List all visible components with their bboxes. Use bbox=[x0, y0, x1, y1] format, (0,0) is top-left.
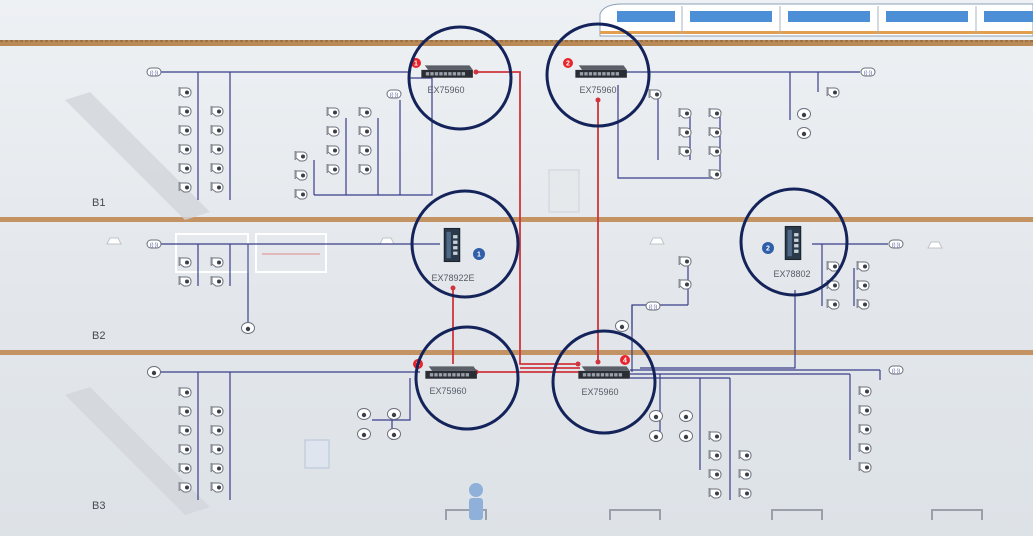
badge-sw4-text: 2 bbox=[766, 246, 770, 253]
switch-sw1[interactable]: 1 EX75960 bbox=[407, 25, 513, 131]
switch-sw2-model: EX75960 bbox=[579, 85, 616, 95]
rack-switch-icon bbox=[578, 366, 630, 379]
badge-sw3 bbox=[473, 248, 485, 260]
badge-sw1-text: 1 bbox=[414, 61, 418, 68]
ticket-machine-icon bbox=[304, 169, 580, 469]
switch-sw2[interactable]: 2 EX75960 bbox=[545, 22, 651, 128]
switch-sw3-model: EX78922E bbox=[431, 273, 474, 283]
din-switch-icon bbox=[443, 227, 461, 263]
switch-sw6-model: EX75960 bbox=[581, 387, 618, 397]
switch-sw1-model: EX75960 bbox=[427, 85, 464, 95]
ceiling-lamp-icon bbox=[106, 237, 943, 249]
dome-camera-icon bbox=[147, 108, 811, 442]
rack-switch-icon bbox=[425, 366, 477, 379]
switch-sw3[interactable]: 1 EX78922E bbox=[410, 189, 520, 299]
switch-sw5-model: EX75960 bbox=[429, 386, 466, 396]
floor-label-b1: B1 bbox=[92, 197, 105, 209]
rack-switch-icon bbox=[575, 65, 627, 78]
highlight-ring bbox=[407, 25, 513, 131]
escalator-icon bbox=[65, 92, 210, 515]
badge-sw3-text: 1 bbox=[477, 252, 481, 259]
switch-sw4[interactable]: 2 EX78802 bbox=[739, 187, 849, 297]
din-switch-icon bbox=[784, 225, 802, 261]
floor-label-b3: B3 bbox=[92, 500, 105, 512]
floor-band-b1 bbox=[0, 217, 1033, 222]
highlight-ring bbox=[410, 189, 520, 299]
train-icon bbox=[599, 3, 1033, 37]
track-band bbox=[0, 40, 1033, 46]
floor-label-b2: B2 bbox=[92, 330, 105, 342]
highlight-ring bbox=[551, 329, 657, 435]
switch-sw4-model: EX78802 bbox=[773, 269, 810, 279]
highlight-ring bbox=[414, 325, 520, 431]
badge-sw6 bbox=[620, 355, 630, 365]
copper-links bbox=[160, 71, 888, 500]
switch-sw6[interactable]: 4 EX75960 bbox=[551, 329, 657, 435]
highlight-ring bbox=[739, 187, 849, 297]
passenger-icon bbox=[469, 483, 483, 520]
gate-icon bbox=[445, 509, 983, 520]
ip-camera-icon bbox=[178, 86, 872, 499]
floor-band-b2 bbox=[0, 350, 1033, 355]
badge-sw4 bbox=[762, 242, 774, 254]
fiber-links bbox=[452, 71, 599, 373]
badge-sw6-text: 4 bbox=[623, 358, 627, 365]
highlight-ring bbox=[545, 22, 651, 128]
rack-switch-icon bbox=[421, 65, 473, 78]
switch-sw5[interactable]: 3 EX75960 bbox=[413, 325, 520, 431]
badge-sw2-text: 2 bbox=[566, 61, 570, 68]
badge-sw2 bbox=[563, 58, 573, 68]
